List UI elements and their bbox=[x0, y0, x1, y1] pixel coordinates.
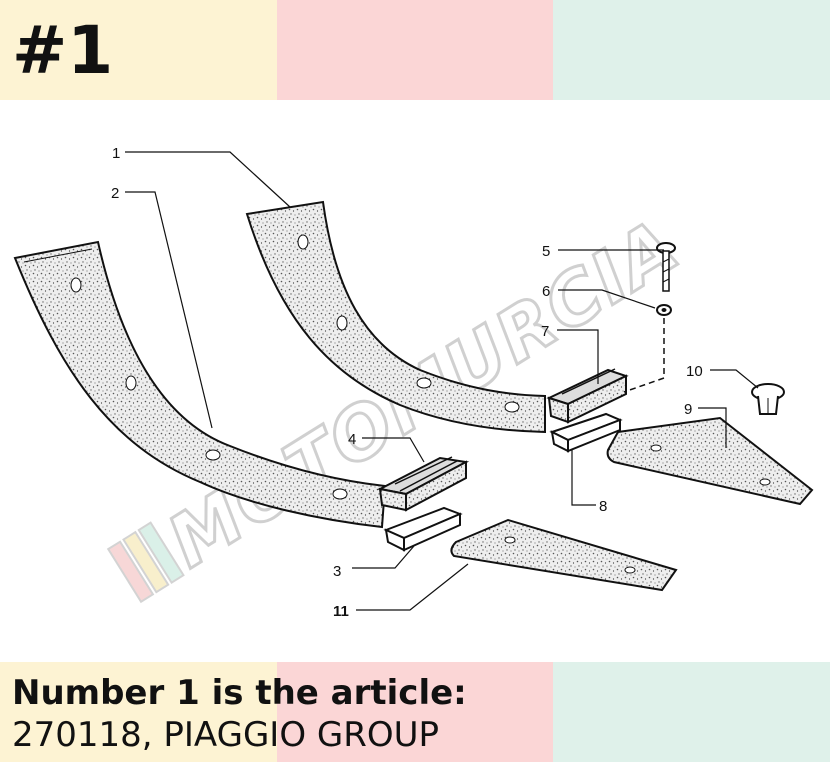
footer-caption: Number 1 is the article: 270118, PIAGGIO… bbox=[12, 672, 467, 756]
caption-line-1: Number 1 is the article: bbox=[12, 673, 467, 713]
part-6-washer bbox=[656, 304, 672, 316]
page-number: #1 bbox=[12, 12, 114, 89]
footer-color-band bbox=[0, 662, 830, 762]
callout-1: 1 bbox=[112, 145, 120, 162]
callout-3: 3 bbox=[333, 563, 341, 580]
exploded-parts-diagram: MOTOMURCIA bbox=[13, 145, 814, 620]
part-8-bracket bbox=[549, 412, 623, 453]
band-yellow bbox=[0, 0, 277, 100]
part-4-rubber-block bbox=[376, 456, 470, 512]
callout-10: 10 bbox=[686, 363, 703, 380]
callout-11: 11 bbox=[333, 603, 349, 620]
leader-lines bbox=[125, 151, 759, 611]
band-yellow bbox=[0, 662, 277, 762]
band-mint bbox=[553, 0, 830, 100]
part-3-bracket bbox=[383, 506, 463, 552]
part-2-runner-left bbox=[13, 240, 387, 529]
part-9-plate bbox=[606, 416, 814, 506]
band-mint bbox=[553, 662, 830, 762]
caption-line-2: 270118, PIAGGIO GROUP bbox=[12, 715, 440, 755]
callout-8: 8 bbox=[599, 498, 607, 515]
callout-2: 2 bbox=[111, 185, 119, 202]
callout-7: 7 bbox=[541, 323, 549, 340]
band-pink bbox=[276, 662, 554, 762]
assembly-dashed-line bbox=[623, 318, 665, 393]
callout-4: 4 bbox=[348, 431, 356, 448]
callout-5: 5 bbox=[542, 243, 550, 260]
part-10-clip bbox=[751, 383, 785, 415]
band-pink bbox=[276, 0, 554, 100]
callout-6: 6 bbox=[542, 283, 550, 300]
callout-9: 9 bbox=[684, 401, 692, 418]
header-color-band bbox=[0, 0, 830, 100]
part-7-rubber-block bbox=[546, 368, 629, 424]
part-1-runner-right bbox=[245, 200, 546, 434]
part-11-plate bbox=[450, 518, 678, 592]
